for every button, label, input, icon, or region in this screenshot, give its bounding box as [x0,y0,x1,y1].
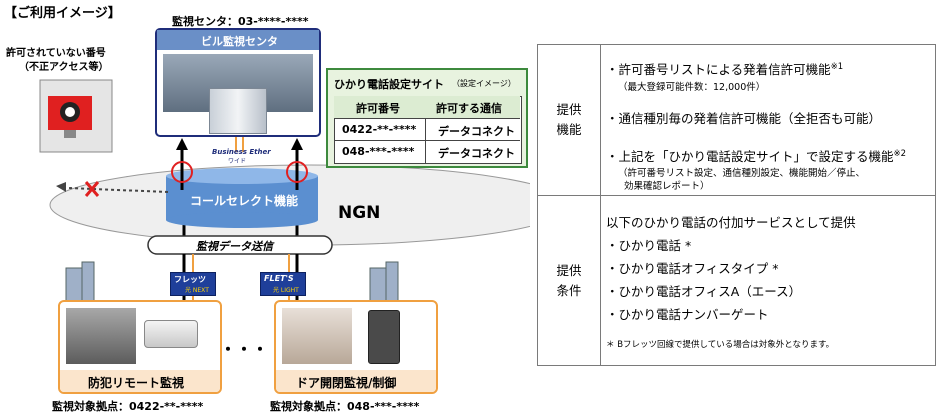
monitor-center-header [157,30,319,50]
building-icon-right [369,261,399,303]
conditions-note: ＊ Bフレッツ回線で提供している場合は対象外となります。 [606,340,835,350]
settings-site-title: ひかり電話設定サイト [334,78,444,91]
site-box-security: 防犯リモート監視 [58,300,222,394]
settings-row: 0422-**-**** データコネクト [334,118,520,141]
alert-monitor-icon [39,79,113,153]
data-send-label: 監視データ送信 [196,240,273,253]
call-select-label: コールセレクト機能 [190,194,299,208]
provision-item: ・許可番号リストによる発着信許可機能※1 [606,61,844,77]
monitor-center-name: ビル監視センタ [201,35,278,48]
flets-badge: FLET'S 光 LIGHT [260,272,306,296]
settings-site-title-note: （設定イメージ） [452,79,516,88]
settings-row-comm: データコネクト [438,147,515,160]
conditions-item: ・ひかり電話オフィスタイプ * [606,261,779,276]
call-select-cylinder [166,168,318,228]
conditions-item: ・ひかり電話 * [606,238,692,253]
unauthorized-label-line1: 許可されていない番号 [6,48,106,59]
provision-item-sub: 効果確認レポート） [624,181,710,192]
highlight-circle-left [171,161,193,183]
site-footer-security: 監視対象拠点：0422-**-**** [52,400,204,413]
conditions-item: ・ひかり電話ナンバーゲート [606,307,769,322]
provision-item-sub: （許可番号リスト設定、通信種別設定、機能開始／停止、 [618,168,866,179]
network-diagram [39,79,530,303]
door-person-photo [282,308,352,364]
site-box-door: ドア開閉監視/制御 [274,300,438,394]
provision-item-sub: （最大登録可能件数：12,000件） [618,82,766,93]
service-table: 提供 機能 ・許可番号リストによる発着信許可機能※1 （最大登録可能件数：12,… [537,44,936,366]
provision-item: ・通信種別毎の発着信許可機能（全拒否も可能） [606,111,882,126]
building-icon-left [65,261,95,303]
security-camera-icon [144,320,198,348]
data-send-pill [147,235,333,255]
highlight-circle-right [286,161,308,183]
provision-row: 提供 機能 ・許可番号リストによる発着信許可機能※1 （最大登録可能件数：12,… [538,45,935,196]
conditions-item: ・ひかり電話オフィスA（エース） [606,284,802,299]
business-ether-line2: ワイド [228,158,247,165]
conditions-row: 提供 条件 以下のひかり電話の付加サービスとして提供 ・ひかり電話 * ・ひかり… [538,196,935,365]
site-name-door: ドア開閉監視/制御 [296,376,397,390]
flets-badge: フレッツ 光 NEXT [170,272,216,296]
server-rack-icon [209,88,267,134]
security-photo [66,308,136,364]
monitor-center-box: ビル監視センタ [155,28,321,137]
usage-image-title: 【ご利用イメージ】 [4,6,121,21]
settings-header-comm: 許可する通信 [436,102,502,115]
blocked-x-icon [84,181,100,197]
ngn-label: NGN [338,203,381,223]
site-footer-door: 監視対象拠点：048-***-**** [270,400,420,413]
provision-item: ・上記を「ひかり電話設定サイト」で設定する機能※2 [606,148,907,164]
settings-row-number: 048-***-**** [342,145,415,158]
settings-row-number: 0422-**-**** [342,123,417,136]
site-name-security: 防犯リモート監視 [88,376,185,390]
provision-header: 提供 機能 [538,45,601,195]
unauthorized-label-line2: （不正アクセス等） [19,62,109,73]
business-ether-line1: Business Ether [212,148,271,156]
settings-row: 048-***-**** データコネクト [334,140,520,163]
settings-row-comm: データコネクト [438,125,515,138]
settings-header-row: 許可番号 許可する通信 [334,96,520,118]
conditions-header: 提供 条件 [538,196,601,365]
conditions-intro: 以下のひかり電話の付加サービスとして提供 [606,215,856,230]
monitor-center-phone: 監視センタ：03-****-**** [172,15,309,28]
door-intercom-icon [368,310,400,364]
settings-header-number: 許可番号 [356,102,400,115]
ellipsis: ・・・ [220,340,269,359]
